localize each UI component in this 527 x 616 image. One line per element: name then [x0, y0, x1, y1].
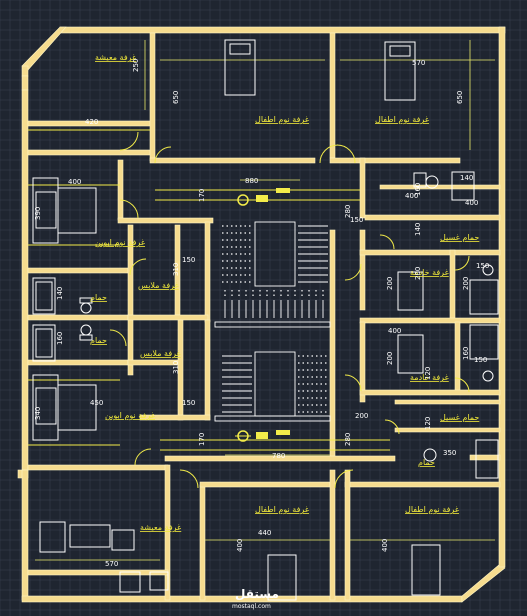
room-label: حمام — [90, 336, 107, 345]
dimension: 780 — [272, 452, 285, 460]
room-label: غرفة معيشة — [95, 53, 136, 62]
dimension: 200 — [414, 267, 422, 280]
room-label: غرفة نوم اطفال — [375, 115, 429, 124]
room-label: غرفة نوم ابوين — [95, 238, 145, 247]
dimension: 400 — [388, 327, 401, 335]
dimension: 160 — [414, 183, 422, 196]
dimension: 650 — [172, 91, 180, 104]
dimension: 400 — [236, 539, 244, 552]
dimension: 280 — [344, 433, 352, 446]
watermark-site: mostaql.com — [232, 603, 271, 610]
dimension: 400 — [465, 199, 478, 207]
dimension: 140 — [56, 287, 64, 300]
dimension: 150 — [182, 256, 195, 264]
dimension: 150 — [182, 399, 195, 407]
dimension: 120 — [424, 417, 432, 430]
dimension: 390 — [34, 207, 42, 220]
room-label: غرفة خادمة — [410, 268, 449, 277]
staircase — [214, 221, 331, 422]
dimension: 570 — [105, 560, 118, 568]
dimension: 880 — [245, 177, 258, 185]
dimension: 250 — [132, 59, 140, 72]
watermark-brand: مستقل — [235, 587, 279, 601]
room-label: غرفة نوم اطفال — [255, 505, 309, 514]
furniture — [32, 39, 499, 601]
room-label: حمام غسيل — [440, 233, 479, 242]
dimension: 120 — [424, 367, 432, 380]
watermark: مستقل mostaql.com — [232, 587, 279, 610]
dimension: 420 — [85, 118, 98, 126]
dimension: 450 — [90, 399, 103, 407]
dimension: 570 — [412, 59, 425, 67]
dimension: 400 — [68, 178, 81, 186]
room-label: غرفة معيشة — [140, 523, 181, 532]
dimension: 350 — [443, 449, 456, 457]
dimension: 160 — [56, 332, 64, 345]
dimension: 150 — [350, 216, 363, 224]
room-label: غرفة نوم اطفال — [255, 115, 309, 124]
doors — [109, 131, 470, 489]
column-markers — [235, 188, 290, 442]
dimension: 400 — [405, 192, 418, 200]
dimension: 340 — [34, 407, 42, 420]
walls — [17, 26, 506, 603]
dimension: 140 — [460, 174, 473, 182]
dimension: 650 — [456, 91, 464, 104]
dimension: 440 — [258, 529, 271, 537]
dimension: 160 — [462, 347, 470, 360]
room-label: غرفة ملابس — [140, 349, 181, 358]
interior-lines — [28, 40, 495, 561]
dimension: 150 — [474, 356, 487, 364]
room-label: حمام — [90, 293, 107, 302]
dimension: 200 — [462, 277, 470, 290]
dimension: 150 — [476, 262, 489, 270]
dimension: 170 — [198, 433, 206, 446]
dimension: 280 — [344, 205, 352, 218]
dimension: 200 — [355, 412, 368, 420]
dimension: 200 — [386, 277, 394, 290]
room-labels: غرفة معيشة غرفة نوم اطفال غرفة نوم اطفال… — [90, 53, 479, 532]
dimension: 200 — [386, 352, 394, 365]
room-label: غرفة خادمة — [410, 373, 449, 382]
room-label: حمام غسيل — [440, 413, 479, 422]
dimension: 170 — [198, 189, 206, 202]
dimension-numbers: 250 650 570 650 420 880 400 390 170 280 … — [34, 59, 489, 568]
dimension: 400 — [381, 539, 389, 552]
dimension: 140 — [414, 223, 422, 236]
room-label: غرفة ملابس — [138, 281, 179, 290]
room-label: غرفة نوم ابوين — [105, 411, 155, 420]
dimension: 310 — [172, 263, 180, 276]
room-label: غرفة نوم اطفال — [405, 505, 459, 514]
dimension: 310 — [172, 361, 180, 374]
room-label: حمام — [418, 458, 435, 467]
